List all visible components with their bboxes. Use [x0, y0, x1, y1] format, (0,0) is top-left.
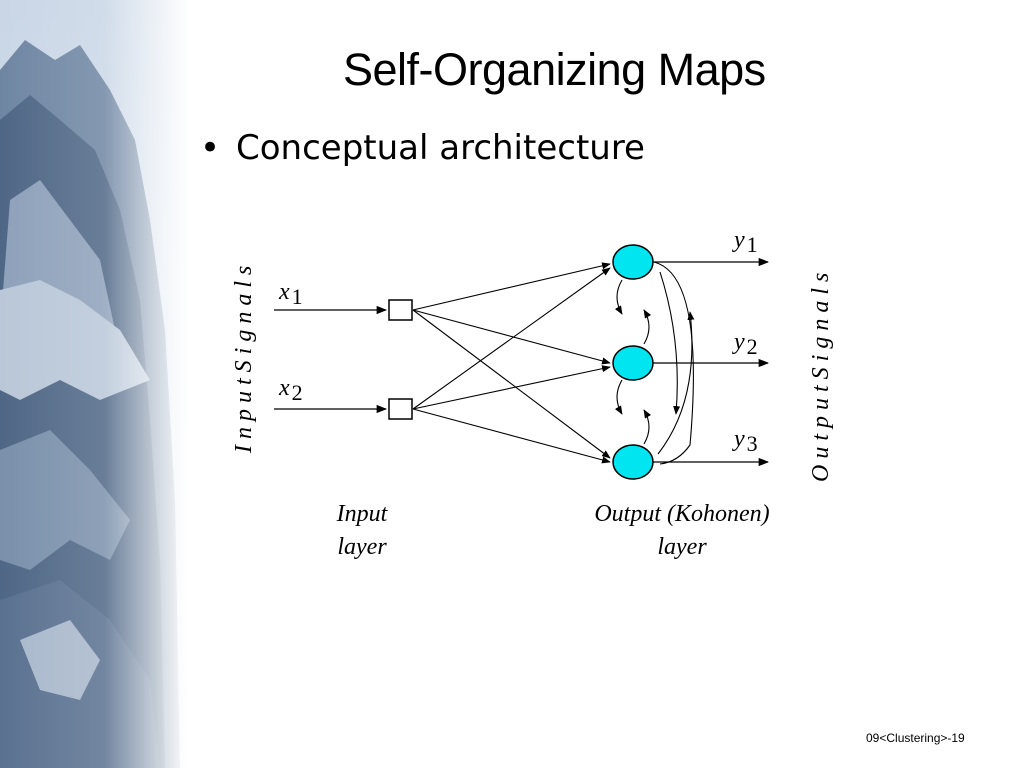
lateral-connections: [614, 261, 695, 465]
output-neuron-3: [612, 444, 654, 480]
output-layer-caption-line1: Output (Kohonen): [594, 501, 769, 527]
slide-title: Self-Organizing Maps: [343, 44, 766, 95]
bullet-item: • Conceptual architecture: [200, 128, 645, 168]
output-label-2: y2: [732, 329, 758, 359]
output-layer-caption-line2: layer: [657, 534, 707, 560]
input-node-1: [388, 299, 413, 321]
output-neuron-2: [612, 345, 654, 381]
input-label-2: x2: [278, 375, 303, 405]
output-signals-label: O u t p u t S i g n a l s: [808, 273, 834, 482]
output-label-1: y1: [732, 227, 758, 257]
bullet-text: Conceptual architecture: [236, 128, 645, 168]
weight-connections: [412, 262, 611, 464]
input-layer-caption-line2: layer: [337, 534, 387, 560]
input-node-2: [388, 398, 413, 420]
input-signals-label: I n p u t S i g n a l s: [231, 266, 257, 454]
output-neuron-1: [612, 244, 654, 280]
bullet-dot: •: [200, 128, 221, 168]
input-layer-caption-line1: Input: [336, 501, 389, 527]
output-label-3: y3: [732, 426, 758, 456]
mountain-background-strip: [0, 0, 190, 768]
slide-footer: 09<Clustering>-19: [866, 731, 965, 745]
input-label-1: x1: [278, 279, 303, 309]
